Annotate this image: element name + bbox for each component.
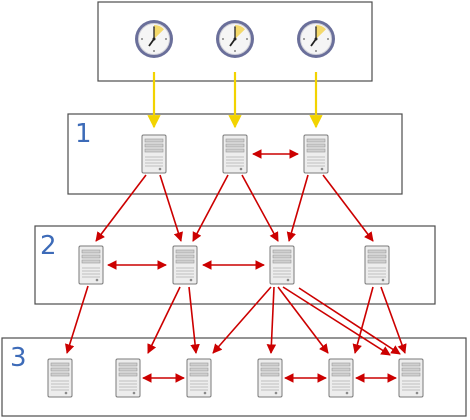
server-icon bbox=[115, 358, 141, 398]
sync-link bbox=[212, 286, 272, 354]
sync-link bbox=[298, 287, 401, 355]
server-icon bbox=[398, 358, 424, 398]
clock-icon bbox=[296, 19, 336, 59]
server-icon bbox=[141, 134, 167, 174]
server-icon bbox=[269, 245, 295, 285]
server-icon bbox=[47, 358, 73, 398]
server-icon bbox=[186, 358, 212, 398]
sync-link bbox=[286, 174, 309, 242]
sync-link bbox=[147, 286, 181, 354]
sync-link bbox=[65, 285, 89, 354]
server-icon bbox=[364, 245, 390, 285]
sync-link bbox=[277, 286, 329, 354]
clock-icon bbox=[134, 19, 174, 59]
sync-link bbox=[188, 286, 200, 354]
server-icon bbox=[328, 358, 354, 398]
sync-link bbox=[241, 174, 279, 242]
server-links bbox=[65, 149, 407, 383]
clock-icon bbox=[215, 19, 255, 59]
server-icon bbox=[257, 358, 283, 398]
sync-link bbox=[282, 286, 391, 356]
stratum-1-label: 1 bbox=[75, 119, 92, 149]
stratum-2-label: 2 bbox=[40, 231, 57, 261]
stratum-3-label: 3 bbox=[10, 343, 27, 373]
sync-link bbox=[322, 174, 374, 242]
sync-link bbox=[352, 286, 374, 354]
sync-link bbox=[192, 174, 229, 242]
server-icon bbox=[172, 245, 198, 285]
server-icon bbox=[303, 134, 329, 174]
server-icon bbox=[78, 245, 104, 285]
server-icon bbox=[222, 134, 248, 174]
reference-links bbox=[147, 72, 323, 129]
sync-link bbox=[266, 286, 277, 354]
sync-link bbox=[95, 174, 147, 242]
sync-link bbox=[380, 286, 407, 354]
sync-link bbox=[159, 174, 183, 242]
